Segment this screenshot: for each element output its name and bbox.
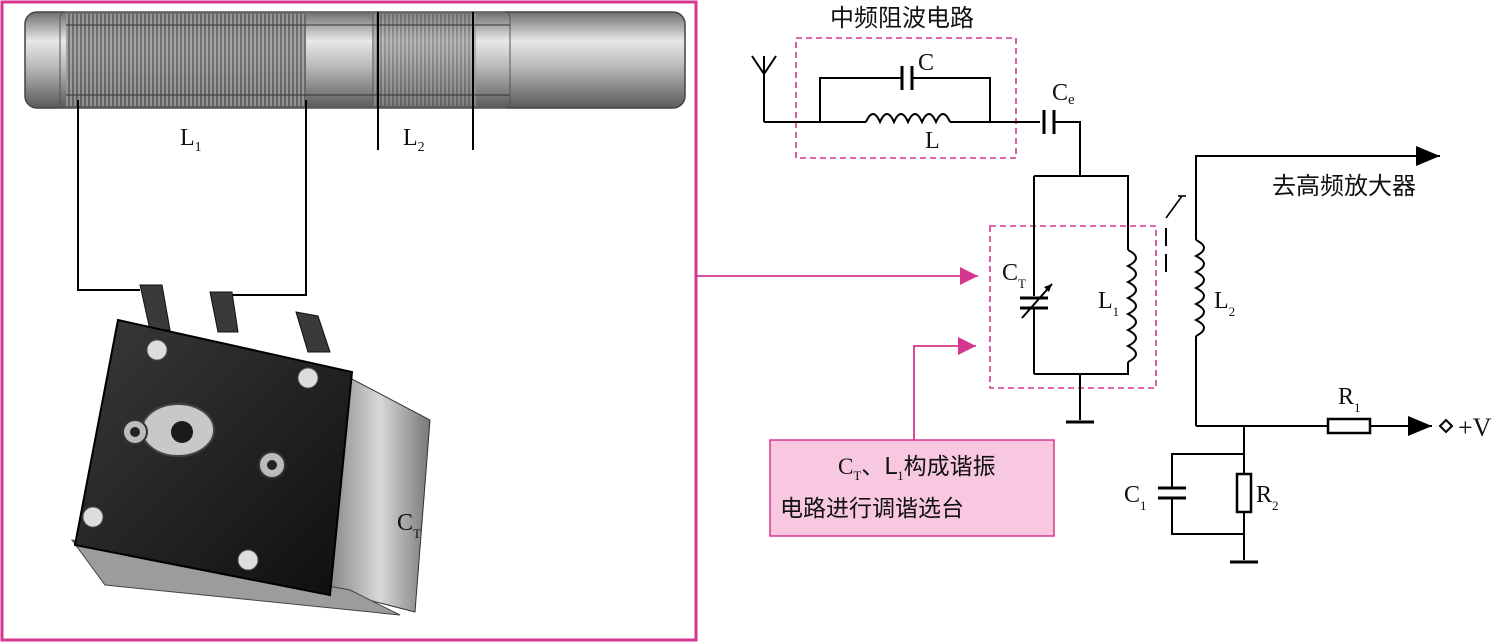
trap-circuit-box — [795, 37, 1017, 159]
resistor-r1 — [1326, 417, 1372, 435]
photo-label-l2: L2 — [403, 125, 425, 155]
label-c1: C1 — [1124, 482, 1147, 513]
output-label: 去高频放大器 — [1272, 172, 1416, 200]
trap-circuit-title: 中频阻波电路 — [830, 4, 974, 32]
photo-label-ct: CT — [397, 510, 421, 541]
tank-inductor-l1 — [1125, 249, 1137, 363]
coil-leads — [77, 12, 474, 296]
callout-line1: CT、L1构成谐振 — [838, 454, 996, 483]
coil-l1-windings — [66, 14, 306, 106]
antenna-symbol — [751, 55, 777, 122]
tank-circuit-box — [989, 225, 1157, 389]
resistor-r2 — [1235, 472, 1253, 514]
coupling-core — [1165, 195, 1186, 272]
label-supply: +V — [1458, 413, 1492, 442]
callout-leader — [913, 337, 976, 440]
callout-box — [769, 439, 1055, 537]
photo-label-l1: L1 — [180, 125, 202, 155]
label-ce: Ce — [1052, 80, 1075, 108]
secondary-inductor-l2 — [1193, 239, 1205, 337]
label-l2: L2 — [1214, 288, 1235, 319]
label-trap-l: L — [925, 128, 940, 154]
label-ct: CT — [1002, 260, 1026, 291]
supply-terminal — [1438, 418, 1454, 434]
callout-line2: 电路进行调谐选台 — [780, 496, 964, 522]
label-l1: L1 — [1098, 288, 1119, 319]
label-r2: R2 — [1256, 482, 1279, 513]
variable-capacitor-photo — [70, 284, 431, 616]
trap-inductor-l — [865, 113, 951, 125]
label-r1: R1 — [1338, 384, 1361, 415]
ferrite-rod-antenna — [24, 11, 686, 109]
coil-l2-windings — [372, 14, 476, 106]
label-trap-c: C — [918, 50, 934, 76]
